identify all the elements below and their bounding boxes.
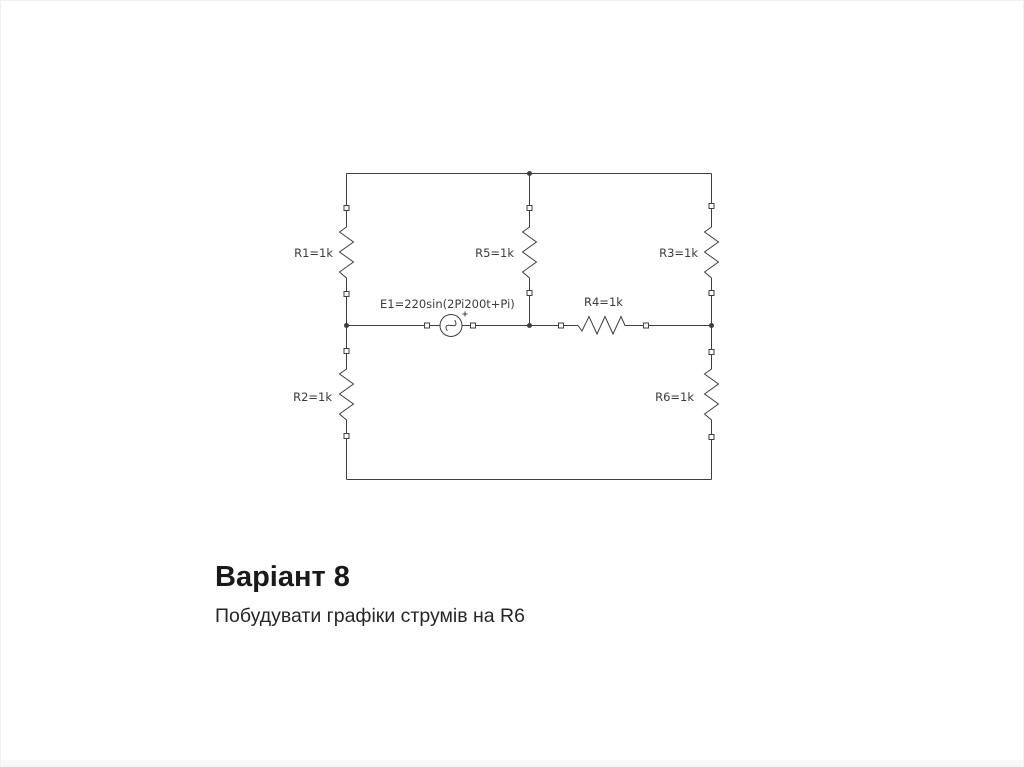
ac-source-e1: [439, 311, 468, 337]
terminal-square: [708, 434, 715, 440]
label-r6: R6=1k: [655, 390, 694, 404]
label-e1: E1=220sin(2Pi200t+Pi): [380, 297, 515, 311]
label-r1: R1=1k: [294, 246, 333, 260]
terminal-square: [558, 322, 564, 329]
junction-dot: [527, 171, 532, 176]
terminal-square: [708, 203, 715, 209]
caption-block: Варіант 8 Побудувати графіки струмів на …: [215, 560, 775, 628]
terminal-square: [708, 349, 715, 355]
sine-wave-icon: [445, 319, 457, 332]
slide-bottom-edge: [1, 760, 1023, 766]
terminal-square: [470, 322, 476, 329]
terminal-square: [643, 322, 649, 329]
resistor-r4-symbol: [577, 315, 628, 336]
plus-polarity-icon: [462, 311, 468, 317]
wires-group: [338, 173, 720, 480]
slide-subtitle: Побудувати графіки струмів на R6: [215, 604, 525, 627]
junction-dots-group: [344, 171, 714, 328]
slide-title: Варіант 8: [215, 561, 350, 593]
resistor-r3-symbol: [703, 221, 720, 285]
resistor-r5-symbol: [521, 221, 538, 285]
terminal-square: [424, 322, 430, 329]
terminal-square: [708, 290, 715, 296]
terminal-square: [343, 348, 350, 354]
junction-dot: [709, 323, 714, 328]
junction-dot: [527, 323, 532, 328]
resistor-r1-symbol: [338, 221, 355, 285]
terminal-square: [343, 291, 350, 297]
label-r5: R5=1k: [475, 246, 514, 260]
terminal-square: [526, 205, 533, 211]
label-r3: R3=1k: [659, 246, 698, 260]
resistor-r2-symbol: [338, 363, 355, 427]
terminal-square: [343, 205, 350, 211]
component-labels-group: R1=1k R5=1k R3=1k R2=1k R6=1k E1=220sin(…: [293, 246, 698, 404]
terminal-square: [526, 290, 533, 296]
terminal-square: [343, 433, 350, 439]
terminal-squares-group: [343, 203, 715, 440]
resistor-r6-symbol: [703, 363, 720, 427]
label-r4: R4=1k: [584, 295, 623, 309]
junction-dot: [344, 323, 349, 328]
label-r2: R2=1k: [293, 390, 332, 404]
